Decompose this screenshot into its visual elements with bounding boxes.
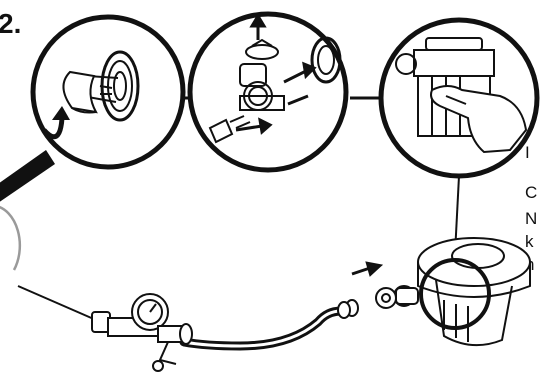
insert-arrow-icon: [352, 262, 382, 276]
callout-circle-2: [190, 14, 346, 170]
partial-circle-left: [0, 206, 20, 270]
callout-circle-1: [33, 17, 183, 167]
valve-gauge-assembly: [18, 286, 192, 371]
left-band: [0, 150, 55, 205]
hose-end-fitting: [338, 300, 358, 318]
callout-circle-3: [381, 20, 537, 176]
